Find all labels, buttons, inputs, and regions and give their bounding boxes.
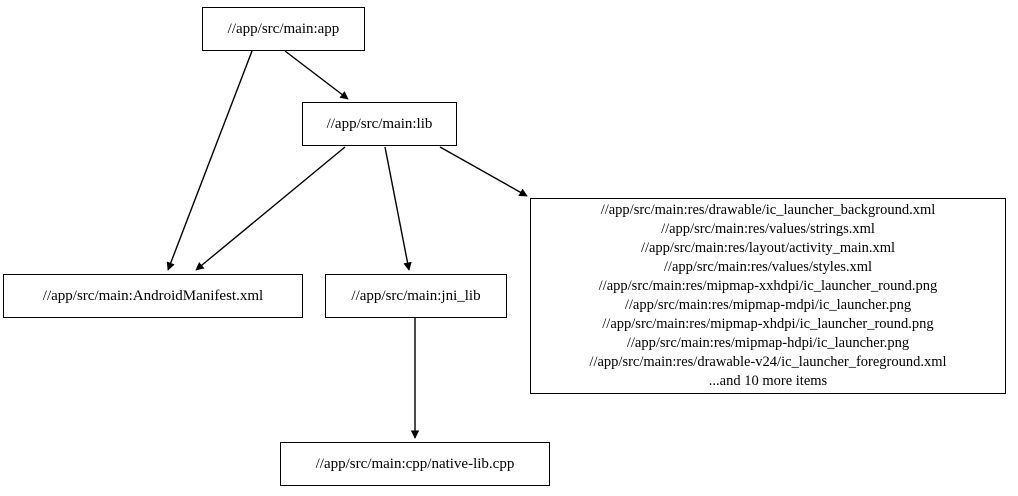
resource-line: //app/src/main:res/drawable-v24/ic_launc…	[589, 354, 947, 370]
edge-app-to-manifest	[166, 50, 253, 271]
resource-line: //app/src/main:res/mipmap-xhdpi/ic_launc…	[602, 316, 934, 332]
graph-node-native-lib-cpp-label: //app/src/main:cpp/native-lib.cpp	[315, 455, 515, 472]
graph-node-android-manifest[interactable]: //app/src/main:AndroidManifest.xml	[3, 274, 303, 318]
resource-line: //app/src/main:res/drawable/ic_launcher_…	[600, 202, 936, 218]
graph-node-resources[interactable]: //app/src/main:res/drawable/ic_launcher_…	[530, 198, 1006, 394]
resource-line: //app/src/main:res/mipmap-xxhdpi/ic_laun…	[598, 278, 938, 294]
graph-node-jni-lib[interactable]: //app/src/main:jni_lib	[325, 274, 507, 318]
resource-line: //app/src/main:res/values/strings.xml	[661, 221, 875, 237]
graph-node-jni-lib-label: //app/src/main:jni_lib	[351, 287, 481, 304]
resource-line: //app/src/main:res/layout/activity_main.…	[640, 240, 896, 256]
edge-lib-to-manifest	[195, 146, 346, 271]
resource-overflow-label: ...and 10 more items	[708, 373, 828, 389]
resource-line: //app/src/main:res/mipmap-hdpi/ic_launch…	[626, 335, 910, 351]
edge-app-to-lib	[284, 50, 349, 100]
graph-node-app-label: //app/src/main:app	[227, 20, 340, 37]
graph-node-android-manifest-label: //app/src/main:AndroidManifest.xml	[42, 287, 264, 304]
graph-node-native-lib-cpp[interactable]: //app/src/main:cpp/native-lib.cpp	[280, 442, 550, 486]
resource-line: //app/src/main:res/values/styles.xml	[663, 259, 873, 275]
graph-node-app[interactable]: //app/src/main:app	[202, 7, 365, 51]
resource-line: //app/src/main:res/mipmap-mdpi/ic_launch…	[624, 297, 912, 313]
graph-node-resources-list: //app/src/main:res/drawable/ic_launcher_…	[585, 201, 950, 391]
edge-lib-to-resources	[439, 146, 528, 197]
edge-lib-to-jni-lib	[384, 146, 412, 271]
graph-node-lib[interactable]: //app/src/main:lib	[302, 102, 457, 146]
graph-node-lib-label: //app/src/main:lib	[326, 115, 433, 132]
